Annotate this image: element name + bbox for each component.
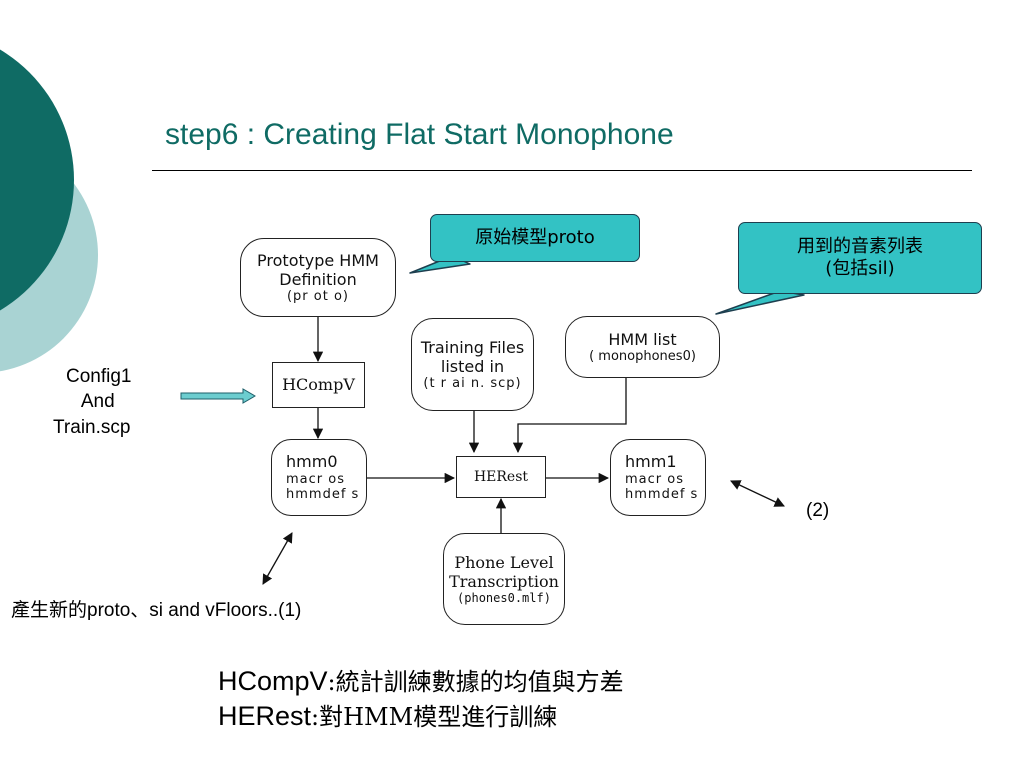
node-prototype-hmm: Prototype HMM Definition (pr ot o)	[240, 238, 396, 317]
config-input-arrow	[180, 388, 256, 404]
node-hmm0-line2: macr os	[286, 471, 345, 487]
node-hmm0: hmm0 macr os hmmdef s	[271, 439, 367, 516]
node-hmm-list: HMM list ( monophones0)	[565, 316, 720, 378]
config-label: Config1 And Train.scp	[52, 364, 132, 440]
title-rule	[152, 170, 972, 171]
node-proto-line3: (pr ot o)	[286, 288, 349, 304]
node-hmm0-line3: hmmdef s	[286, 487, 360, 503]
node-train-line3: (t r ai n. scp)	[423, 375, 522, 391]
callout-list-line1: 用到的音素列表	[797, 235, 923, 257]
callout-phone-list: 用到的音素列表 (包括sil)	[738, 222, 982, 294]
note-hmm1: (2)	[806, 500, 830, 521]
node-phone-line1: Phone Level	[454, 552, 554, 572]
dark-teal-circle	[0, 49, 74, 311]
legend-herest: HERest:對HMM模型進行訓練	[218, 699, 624, 734]
node-herest-label: HERest	[473, 468, 529, 485]
node-hcompv-label: HCompV	[282, 375, 355, 395]
legend-herest-name: HERest	[218, 701, 312, 732]
node-hmm1-line2: macr os	[625, 471, 684, 487]
decorative-circles	[0, 49, 98, 372]
node-hmm0-line1: hmm0	[286, 452, 338, 472]
node-hmm1: hmm1 macr os hmmdef s	[610, 439, 706, 516]
callout-list-tail	[715, 290, 805, 315]
note-new-proto: 產生新的proto、si and vFloors..(1)	[11, 600, 302, 621]
config-line2: And	[80, 391, 115, 413]
node-hcompv: HCompV	[272, 362, 365, 408]
double-arrow-note2	[730, 480, 785, 507]
node-train-line2: listed in	[440, 356, 505, 376]
callout-proto-text: 原始模型proto	[475, 226, 595, 248]
edge-hmmlist-herest	[512, 378, 627, 454]
node-phone-line2: Transcription	[449, 571, 559, 591]
callout-proto: 原始模型proto	[430, 214, 640, 262]
config-line3: Train.scp	[53, 416, 131, 438]
config-line1: Config1	[66, 366, 132, 387]
callout-list-line2: (包括sil)	[825, 258, 895, 279]
node-proto-line2: Definition	[279, 269, 357, 289]
node-phone-line3: (phones0.mlf)	[457, 590, 551, 605]
slide-title: step6 : Creating Flat Start Monophone	[165, 118, 674, 151]
node-herest: HERest	[456, 456, 546, 498]
node-hmm1-line3: hmmdef s	[625, 487, 699, 503]
legend: HCompV:統計訓練數據的均值與方差 HERest:對HMM模型進行訓練	[218, 664, 624, 734]
double-arrow-note1	[262, 532, 293, 585]
node-hmm1-line1: hmm1	[625, 452, 677, 472]
node-training-files: Training Files listed in (t r ai n. scp)	[411, 318, 534, 411]
node-train-line1: Training Files	[420, 337, 525, 357]
node-proto-line1: Prototype HMM	[257, 250, 379, 270]
legend-hcompv-desc: :統計訓練數據的均值與方差	[327, 668, 624, 696]
node-hmmlist-line2: ( monophones0)	[589, 348, 696, 364]
legend-hcompv-name: HCompV	[218, 666, 328, 696]
node-phone-transcription: Phone Level Transcription (phones0.mlf)	[443, 533, 565, 625]
node-hmmlist-line1: HMM list	[608, 329, 677, 349]
legend-herest-desc: :對HMM模型進行訓練	[311, 703, 558, 732]
legend-hcompv: HCompV:統計訓練數據的均值與方差	[218, 664, 624, 699]
